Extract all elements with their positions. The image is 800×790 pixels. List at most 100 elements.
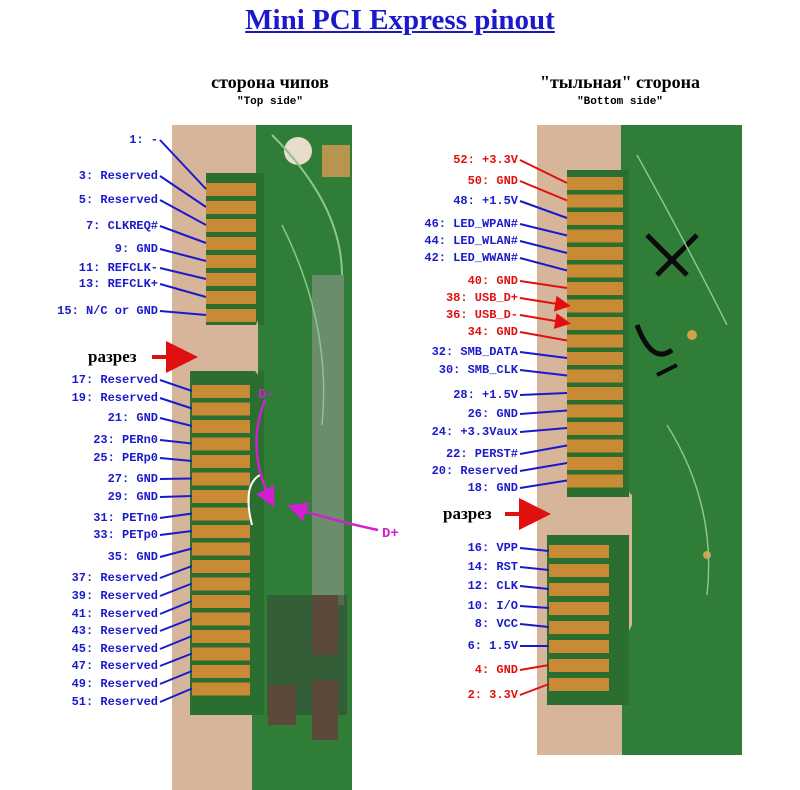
gold-finger bbox=[192, 507, 250, 521]
gold-finger bbox=[206, 273, 256, 286]
pin-pointer-line bbox=[519, 605, 550, 609]
top-side-card-photo bbox=[172, 125, 352, 790]
gold-finger bbox=[567, 299, 623, 313]
bottom-pin-label: 24: +3.3Vaux bbox=[431, 425, 518, 439]
gold-finger bbox=[206, 291, 256, 304]
gold-finger bbox=[567, 212, 623, 225]
bottom-pin-label: 20: Reserved bbox=[431, 464, 518, 478]
gold-finger bbox=[567, 264, 623, 278]
top-pin-label: 27: GND bbox=[107, 472, 158, 486]
gold-finger bbox=[192, 630, 250, 643]
top-pin-label: 35: GND bbox=[107, 550, 158, 564]
pin-pointer-line bbox=[159, 417, 193, 427]
pin-pointer-line bbox=[519, 200, 568, 219]
pin-pointer-line bbox=[159, 635, 193, 650]
top-pin-label: 31: PETn0 bbox=[93, 511, 158, 525]
pin-pointer-line bbox=[519, 280, 568, 289]
pin-pointer-line bbox=[159, 687, 193, 703]
bottom-pin-label: 42: LED_WWAN# bbox=[424, 251, 518, 265]
gold-finger bbox=[192, 577, 250, 591]
top-pin-label: 51: Reserved bbox=[71, 695, 158, 709]
gold-finger bbox=[192, 490, 250, 503]
bottom-pin-label: 10: I/O bbox=[467, 599, 518, 613]
gold-finger bbox=[567, 369, 623, 383]
pin-pointer-line bbox=[159, 600, 193, 615]
gold-finger bbox=[192, 612, 250, 626]
gold-finger bbox=[206, 237, 256, 250]
pin-pointer-line bbox=[159, 310, 207, 316]
gold-finger bbox=[206, 183, 256, 196]
bottom-pin-label: 48: +1.5V bbox=[453, 194, 518, 208]
bottom-pin-label: 40: GND bbox=[467, 274, 518, 288]
pin-pointer-line bbox=[519, 683, 550, 696]
gold-finger bbox=[206, 309, 256, 322]
pin-pointer-line bbox=[519, 409, 568, 415]
bottom-pin-label: 32: SMB_DATA bbox=[431, 345, 518, 359]
pin-pointer-line bbox=[159, 457, 193, 462]
bottom-pin-label: 18: GND bbox=[467, 481, 518, 495]
bottom-pin-label: 30: SMB_CLK bbox=[438, 363, 518, 377]
pin-pointer-line bbox=[159, 495, 193, 498]
gold-finger bbox=[206, 201, 256, 214]
pin-pointer-line bbox=[159, 379, 193, 392]
gold-finger bbox=[567, 387, 623, 400]
gold-finger bbox=[192, 437, 250, 451]
pin-pointer-line bbox=[159, 617, 193, 632]
top-pin-label: 11: REFCLK- bbox=[78, 261, 158, 275]
pin-pointer-line bbox=[519, 180, 568, 202]
page-title: Mini PCI Express pinout bbox=[245, 4, 555, 36]
gold-finger bbox=[206, 255, 256, 268]
gold-finger bbox=[567, 352, 623, 365]
gold-finger bbox=[567, 247, 623, 260]
gold-finger bbox=[567, 194, 623, 208]
top-pin-label: 21: GND bbox=[107, 411, 158, 425]
gold-finger bbox=[567, 404, 623, 418]
pin-pointer-line bbox=[159, 248, 207, 262]
top-pin-label: 17: Reserved bbox=[71, 373, 158, 387]
pin-pointer-line bbox=[159, 225, 207, 244]
d-plus-arrow bbox=[287, 502, 379, 532]
top-pin-label: 47: Reserved bbox=[71, 659, 158, 673]
bottom-pin-label: 26: GND bbox=[467, 407, 518, 421]
bottom-pin-label: 44: LED_WLAN# bbox=[424, 234, 518, 248]
gold-finger bbox=[567, 229, 623, 243]
top-pin-label: 33: PETp0 bbox=[93, 528, 158, 542]
pin-pointer-line bbox=[159, 283, 207, 298]
bottom-pin-label: 16: VPP bbox=[467, 541, 518, 555]
pin-pointer-line bbox=[519, 479, 568, 489]
pin-pointer-line bbox=[519, 585, 550, 590]
bottom-pin-label: 46: LED_WPAN# bbox=[424, 217, 518, 231]
pin-pointer-line bbox=[519, 240, 568, 254]
bottom-pin-label: 50: GND bbox=[467, 174, 518, 188]
bottom-side-card-photo bbox=[537, 125, 742, 755]
d-minus-label: D- bbox=[258, 387, 275, 403]
gold-finger bbox=[549, 640, 609, 653]
top-pin-label: 41: Reserved bbox=[71, 607, 158, 621]
gold-finger bbox=[206, 219, 256, 232]
gold-finger bbox=[549, 545, 609, 558]
pin-pointer-line bbox=[159, 582, 193, 597]
pin-pointer-line bbox=[519, 313, 571, 329]
top-pin-label: 45: Reserved bbox=[71, 642, 158, 656]
pin-pointer-line bbox=[519, 392, 568, 396]
top-pin-label: 37: Reserved bbox=[71, 571, 158, 585]
d-plus-label: D+ bbox=[382, 526, 399, 542]
bottom-pin-label: 34: GND bbox=[467, 325, 518, 339]
gold-finger bbox=[549, 678, 609, 691]
top-pin-label: 29: GND bbox=[107, 490, 158, 504]
pin-pointer-line bbox=[519, 444, 568, 455]
gold-finger bbox=[192, 665, 250, 678]
bottom-pin-label: 38: USB_D+ bbox=[445, 291, 518, 305]
pin-pointer-line bbox=[519, 566, 550, 571]
pin-pointer-line bbox=[159, 199, 207, 226]
gold-finger bbox=[549, 659, 609, 672]
pin-pointer-line bbox=[519, 369, 568, 377]
top-pin-label: 25: PERp0 bbox=[93, 451, 158, 465]
top-pin-label: 23: PERn0 bbox=[93, 433, 158, 447]
gold-finger bbox=[549, 621, 609, 634]
gold-finger bbox=[567, 439, 623, 453]
gold-finger bbox=[192, 402, 250, 416]
top-side-subheading: "Top side" bbox=[236, 96, 303, 108]
pin-pointer-line bbox=[159, 477, 193, 480]
gold-finger bbox=[192, 420, 250, 433]
